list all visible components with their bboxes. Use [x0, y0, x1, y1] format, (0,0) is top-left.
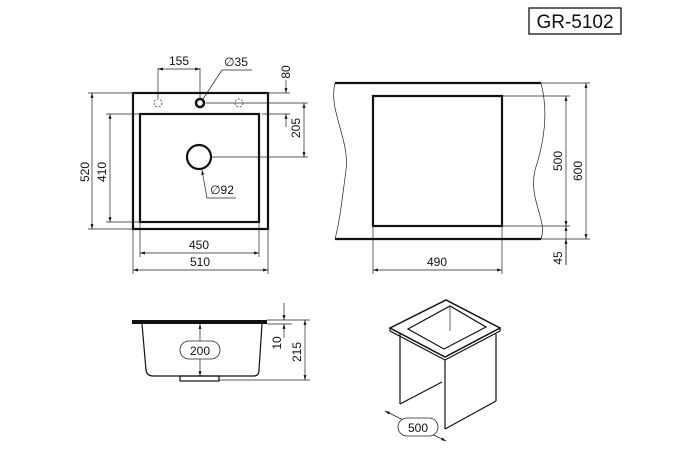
sink-outline — [131, 91, 270, 231]
dim-overall-width: 510 — [190, 255, 210, 269]
dim-overall-depth: 520 — [78, 162, 92, 182]
dim-faucet-edge: 80 — [279, 65, 293, 79]
dim-cutout-width: 490 — [427, 255, 447, 269]
drain-hole — [185, 143, 213, 171]
faucet-hole — [194, 97, 206, 109]
bowl-opening — [406, 305, 488, 350]
dim-rim: 10 — [270, 336, 284, 350]
cutout-view: 500 600 45 490 — [333, 81, 590, 274]
model-title-box: GR-5102 — [528, 7, 622, 35]
dim-drain-hole: ∅92 — [210, 183, 234, 197]
dim-bowl-depth: 410 — [95, 162, 109, 182]
dim-cabinet-badge — [397, 417, 439, 437]
dim-faucet-offset: 155 — [169, 54, 189, 68]
countertop-break-left — [333, 82, 347, 240]
dim-cutout-depth: 500 — [551, 151, 565, 171]
dim-cabinet-width: 500 — [408, 421, 428, 435]
optional-hole-left — [153, 98, 163, 108]
dim-countertop-depth: 600 — [571, 161, 585, 181]
dim-edge-offset: 45 — [551, 251, 565, 265]
sink-rim — [132, 320, 267, 324]
bowl-outline — [138, 112, 261, 224]
top-view: 155 ∅35 80 205 ∅92 520 410 450 — [78, 54, 308, 274]
dim-total-height: 215 — [290, 342, 304, 362]
dim-side-bowl-depth: 200 — [190, 344, 210, 358]
drain-outlet — [179, 375, 220, 382]
model-title: GR-5102 — [536, 12, 613, 33]
cutout-outline — [371, 94, 504, 228]
dim-bowl-width: 450 — [189, 238, 209, 252]
side-view: 200 10 215 — [132, 303, 310, 382]
iso-view: 500 — [384, 299, 502, 442]
dim-bowl-depth-badge — [179, 340, 221, 360]
dim-faucet-hole: ∅35 — [224, 55, 248, 69]
countertop-break-right — [533, 82, 546, 240]
dim-drain-offset: 205 — [289, 118, 303, 138]
